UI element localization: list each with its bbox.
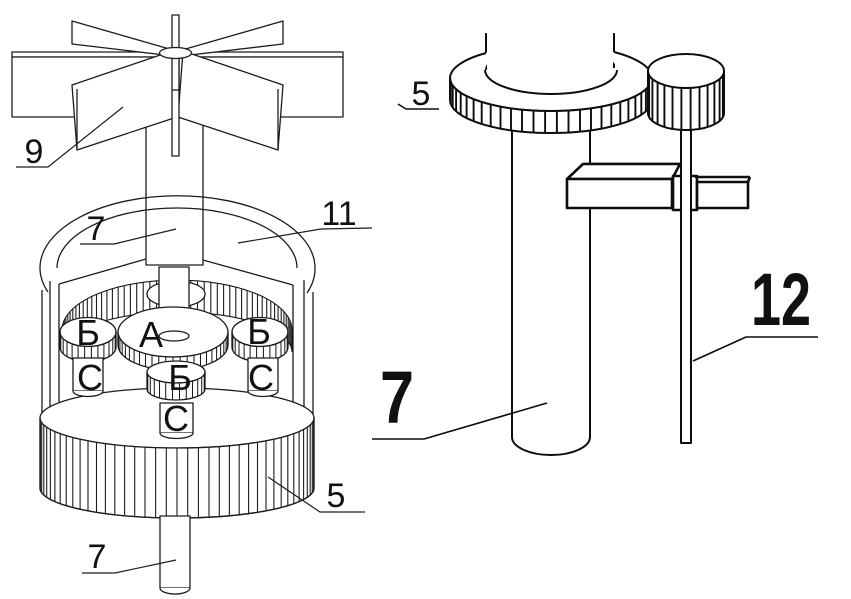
label-shaft-lower: 7 xyxy=(88,538,107,576)
planet-gear-front xyxy=(146,360,206,401)
pinion-gear-rod xyxy=(647,53,725,131)
lower-shaft xyxy=(159,515,191,595)
impeller-front-blades xyxy=(71,14,284,157)
pipe-bottom xyxy=(511,436,591,456)
main-gear-teeth xyxy=(39,418,315,518)
cutaway-edge-right xyxy=(202,259,294,286)
leader-7-upper xyxy=(80,228,177,245)
impeller-shaft xyxy=(171,14,180,157)
pinion-gear-right xyxy=(247,357,279,398)
leader-9 xyxy=(16,106,124,168)
label-planet-right: Б xyxy=(247,311,271,352)
label-main-gear: 5 xyxy=(327,477,346,515)
label-sun-gear: А xyxy=(139,314,163,355)
label-gear-ring: 5 xyxy=(412,75,431,113)
leader-7-lower xyxy=(82,559,177,574)
label-pinion-right: С xyxy=(248,357,274,398)
label-planet-left: Б xyxy=(76,312,100,353)
leader-5-left xyxy=(267,476,365,513)
callout-leaders-left xyxy=(16,106,373,574)
blade-upper-left xyxy=(71,20,174,57)
label-planet-front: Б xyxy=(168,357,192,398)
gear-housing xyxy=(39,195,316,294)
impeller-hub xyxy=(158,46,193,60)
main-gear xyxy=(39,387,315,595)
rod xyxy=(680,129,692,444)
label-rod: 12 xyxy=(751,258,811,341)
gear-ring-bore xyxy=(484,69,618,95)
pinion-gear-front xyxy=(159,402,194,440)
label-impeller: 9 xyxy=(25,133,44,171)
figure-left-assembly xyxy=(11,14,373,595)
label-pipe: 7 xyxy=(380,356,414,439)
blade-upper-right xyxy=(181,20,284,57)
label-pinion-front: С xyxy=(163,398,189,439)
label-pinion-left: С xyxy=(77,357,103,398)
label-housing: 11 xyxy=(321,195,356,233)
support-bracket xyxy=(565,162,752,212)
leader-7-right xyxy=(372,402,548,440)
cutaway-edge-left xyxy=(58,258,147,285)
pinion-teeth xyxy=(647,71,725,130)
leader-12 xyxy=(692,336,818,362)
housing-wall-sections xyxy=(41,280,314,414)
gear-ring xyxy=(449,45,654,134)
leader-5-right xyxy=(397,103,439,110)
label-shaft-upper: 7 xyxy=(87,210,106,248)
shaft-end xyxy=(158,330,190,342)
gear-ring-teeth xyxy=(449,78,653,133)
planet-gear-right xyxy=(231,316,289,363)
planet-gear-left xyxy=(59,316,117,363)
callout-leaders-right xyxy=(372,103,818,440)
figure-right-detail xyxy=(372,33,818,456)
leader-11 xyxy=(237,227,373,244)
pinion-gear-left xyxy=(72,357,104,398)
